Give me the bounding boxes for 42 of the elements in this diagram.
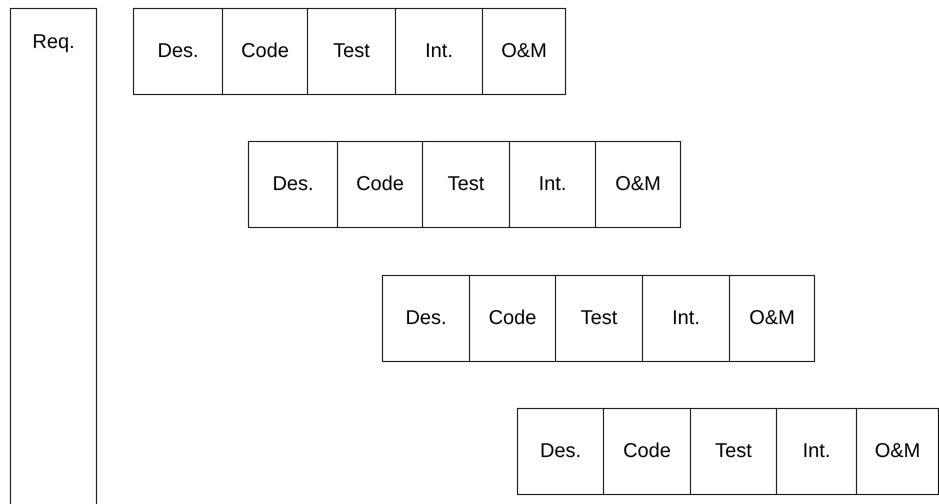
phase-label: O&M	[874, 440, 920, 463]
phase-box	[603, 408, 691, 495]
phase-label: O&M	[615, 173, 661, 196]
phase-box	[642, 275, 730, 362]
phase-box	[729, 275, 815, 362]
phase-box	[776, 408, 857, 495]
phase-box	[469, 275, 556, 362]
phase-label: Int.	[538, 173, 566, 196]
phase-label: Code	[356, 173, 404, 196]
phase-label: O&M	[501, 40, 547, 63]
phase-label: Des.	[157, 40, 199, 63]
phase-box	[482, 8, 566, 95]
phase-label: O&M	[749, 307, 795, 330]
phase-label: Test	[448, 173, 484, 196]
phase-label: Req.	[32, 31, 75, 54]
phase-label: Int.	[802, 440, 830, 463]
phase-box	[555, 275, 643, 362]
phase-bar	[10, 8, 97, 504]
phase-box	[248, 141, 338, 228]
phase-label: Des.	[405, 307, 447, 330]
phase-label: Int.	[672, 307, 700, 330]
phase-box	[422, 141, 510, 228]
phase-box	[307, 8, 396, 95]
phase-box	[509, 141, 596, 228]
phase-label: Des.	[540, 440, 582, 463]
phase-box	[595, 141, 681, 228]
phase-label: Int.	[425, 40, 453, 63]
phase-box	[517, 408, 604, 495]
phase-box	[856, 408, 939, 495]
phase-label: Code	[488, 307, 536, 330]
phase-box	[395, 8, 483, 95]
phase-label: Code	[241, 40, 289, 63]
phase-box	[690, 408, 777, 495]
phase-label: Des.	[272, 173, 314, 196]
phase-label: Test	[333, 40, 370, 63]
phase-box	[133, 8, 223, 95]
phase-label: Test	[580, 307, 618, 330]
phase-box	[337, 141, 423, 228]
phase-label: Code	[623, 440, 671, 463]
phase-box	[382, 275, 470, 362]
phase-label: Test	[715, 440, 752, 463]
phase-box	[222, 8, 308, 95]
